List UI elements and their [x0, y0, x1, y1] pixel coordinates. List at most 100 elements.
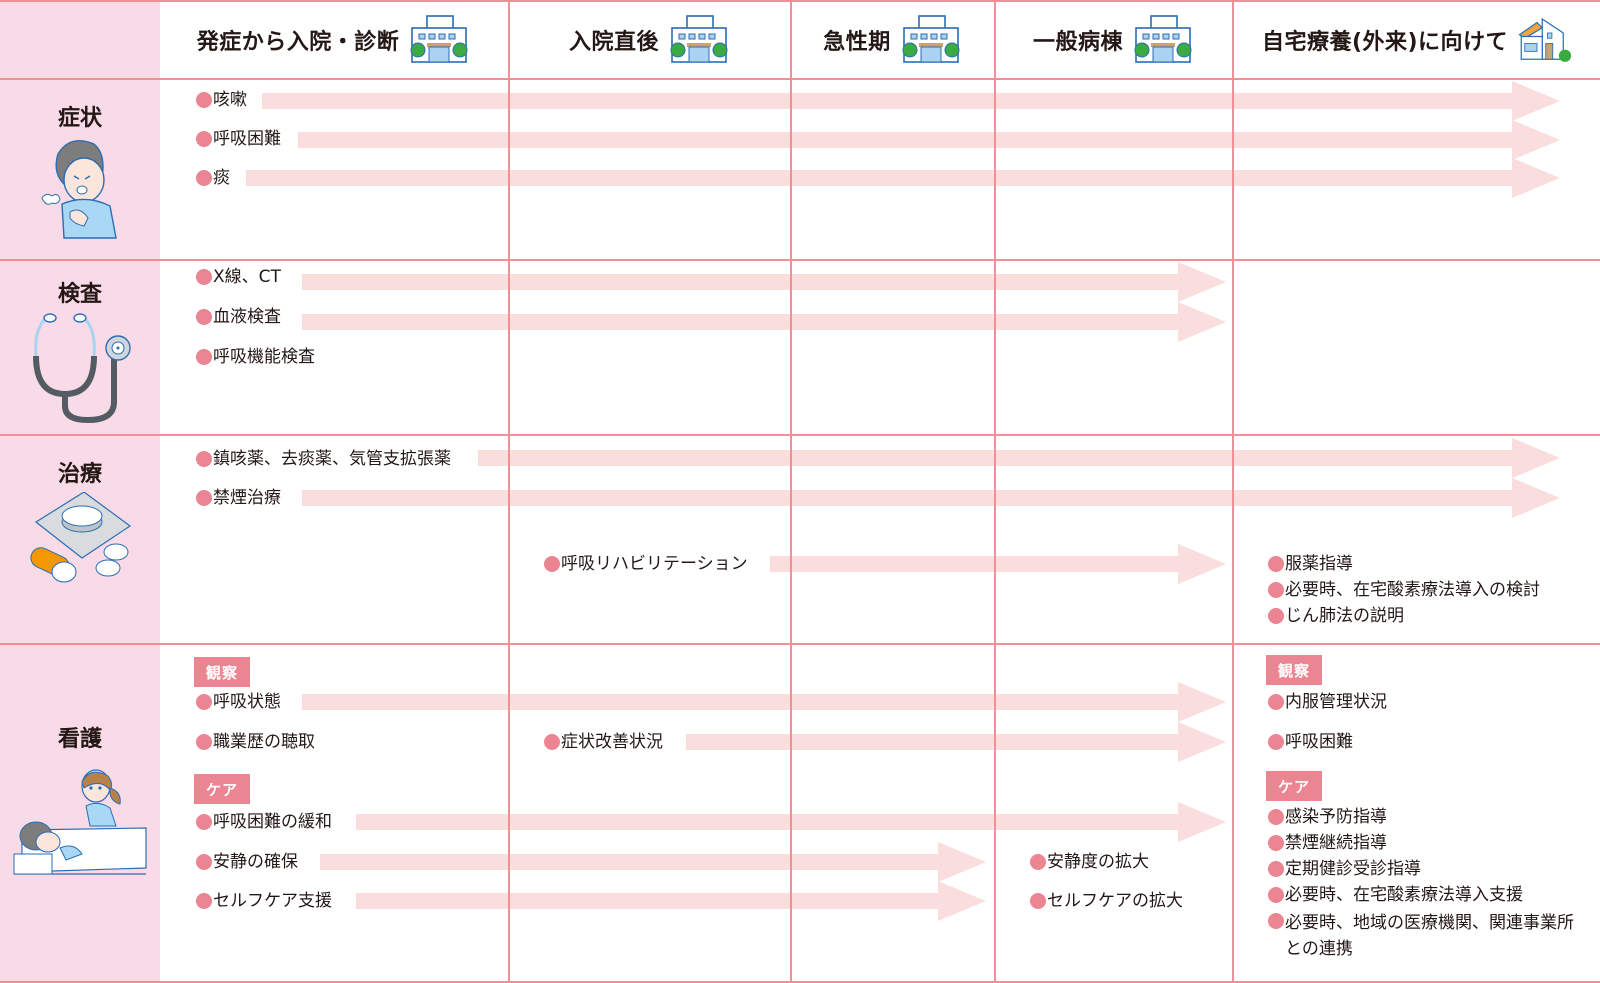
bullet-icon [544, 734, 560, 750]
grid-line [1232, 0, 1234, 983]
arrow-xray-ct [302, 262, 1226, 302]
bullet-icon [196, 131, 212, 147]
bullet-icon [1030, 893, 1046, 909]
grid-line [0, 981, 1600, 983]
bullet-icon [196, 269, 212, 285]
grid-line [0, 643, 1600, 645]
home-treatment-item: 服薬指導 [1268, 553, 1353, 575]
test-item: 呼吸機能検査 [196, 346, 319, 368]
stethoscope-icon [33, 313, 131, 424]
row-label-treatment: 治療 [57, 462, 102, 487]
grid-line [0, 78, 1600, 80]
bullet-icon [196, 734, 212, 750]
column-header-acute: 急性期 [792, 0, 994, 80]
test-item: 血液検査 [196, 306, 285, 328]
arrow-medication [478, 438, 1560, 478]
column-title: 自宅療養(外来)に向けて [1261, 30, 1509, 55]
bullet-icon [1268, 608, 1284, 624]
arrow-selfcare-support [356, 881, 986, 921]
bullet-icon [196, 814, 212, 830]
treatment-item: 鎮咳薬、去痰薬、気管支拡張薬 [196, 448, 455, 470]
home-observation-tag: 観察 [1266, 655, 1322, 685]
care-tag: ケア [194, 774, 250, 804]
home-observation-item: 内服管理状況 [1268, 691, 1387, 713]
symptom-item: 咳嗽 [196, 89, 251, 111]
treatment-item: 呼吸リハビリテーション [544, 553, 752, 575]
column-title: 急性期 [823, 30, 891, 55]
bullet-icon [1268, 582, 1284, 598]
arrow-dyspnea-relief [356, 802, 1226, 842]
observation-tag: 観察 [194, 657, 250, 687]
bullet-icon [1268, 556, 1284, 572]
home-care-item: 必要時、在宅酸素療法導入支援 [1268, 884, 1523, 906]
ward-care-item: セルフケアの拡大 [1030, 890, 1183, 912]
grid-line [0, 434, 1600, 436]
care-item: 安静の確保 [196, 851, 302, 873]
grid-line [994, 0, 996, 983]
row-label-tests: 検査 [57, 282, 102, 307]
home-care-tag: ケア [1266, 771, 1322, 801]
bullet-icon [1268, 694, 1284, 710]
home-care-item: 感染予防指導 [1268, 806, 1387, 828]
medicine-pills-icon [30, 492, 132, 583]
arrow-sputum [246, 158, 1560, 198]
hospital-icon [1134, 15, 1192, 63]
arrow-rehab [770, 544, 1226, 584]
bullet-icon [1268, 887, 1284, 903]
bullet-icon [196, 854, 212, 870]
arrow-dyspnea [298, 120, 1560, 160]
bullet-icon [196, 349, 212, 365]
bullet-icon [196, 490, 212, 506]
home-care-item: 定期健診受診指導 [1268, 858, 1421, 880]
bullet-icon [196, 92, 212, 108]
column-title: 一般病棟 [1032, 30, 1123, 55]
bullet-icon [1268, 861, 1284, 877]
arrow-smoking-cessation [302, 478, 1560, 518]
bullet-icon [196, 309, 212, 325]
grid-line [0, 259, 1600, 261]
column-header-onset: 発症から入院・診断 [160, 0, 508, 80]
grid-line [790, 0, 792, 983]
row-label-symptoms: 症状 [57, 106, 102, 131]
home-care-item: 必要時、地域の医療機関、関連事業所との連携 [1268, 910, 1598, 962]
row-label-nursing: 看護 [57, 727, 102, 752]
hospital-icon [410, 15, 468, 63]
home-care-item: 禁煙継続指導 [1268, 832, 1387, 854]
bullet-icon [196, 893, 212, 909]
hospital-icon [670, 15, 728, 63]
coughing-patient-icon [41, 140, 117, 239]
column-title: 入院直後 [568, 30, 659, 55]
house-icon [1518, 17, 1572, 62]
home-treatment-item: じん肺法の説明 [1268, 605, 1404, 627]
home-observation-item: 呼吸困難 [1268, 731, 1353, 753]
column-title: 発症から入院・診断 [196, 30, 400, 55]
bullet-icon [1268, 835, 1284, 851]
care-item: セルフケア支援 [196, 890, 336, 912]
grid-line [0, 0, 1600, 2]
column-header-general-ward: 一般病棟 [996, 0, 1232, 80]
ward-care-item: 安静度の拡大 [1030, 851, 1149, 873]
bullet-icon [1268, 913, 1284, 929]
test-item: X線、CT [196, 266, 285, 288]
arrow-blood-test [302, 302, 1226, 342]
arrow-rest [320, 842, 986, 882]
hospital-icon [902, 15, 960, 63]
column-header-admission: 入院直後 [510, 0, 790, 80]
bullet-icon [1268, 809, 1284, 825]
arrow-symptom-improvement [686, 722, 1226, 762]
bullet-icon [544, 556, 560, 572]
arrow-respiratory-status [302, 682, 1226, 722]
bullet-icon [196, 451, 212, 467]
observation-item: 症状改善状況 [544, 731, 667, 753]
bullet-icon [196, 170, 212, 186]
care-item: 呼吸困難の緩和 [196, 811, 336, 833]
column-header-home: 自宅療養(外来)に向けて [1234, 0, 1600, 80]
grid-line [508, 0, 510, 983]
symptom-item: 痰 [196, 167, 234, 189]
nurse-and-patient-icon [13, 769, 147, 875]
bullet-icon [1030, 854, 1046, 870]
observation-item: 職業歴の聴取 [196, 731, 319, 753]
arrow-cough [262, 81, 1560, 121]
treatment-item: 禁煙治療 [196, 487, 285, 509]
